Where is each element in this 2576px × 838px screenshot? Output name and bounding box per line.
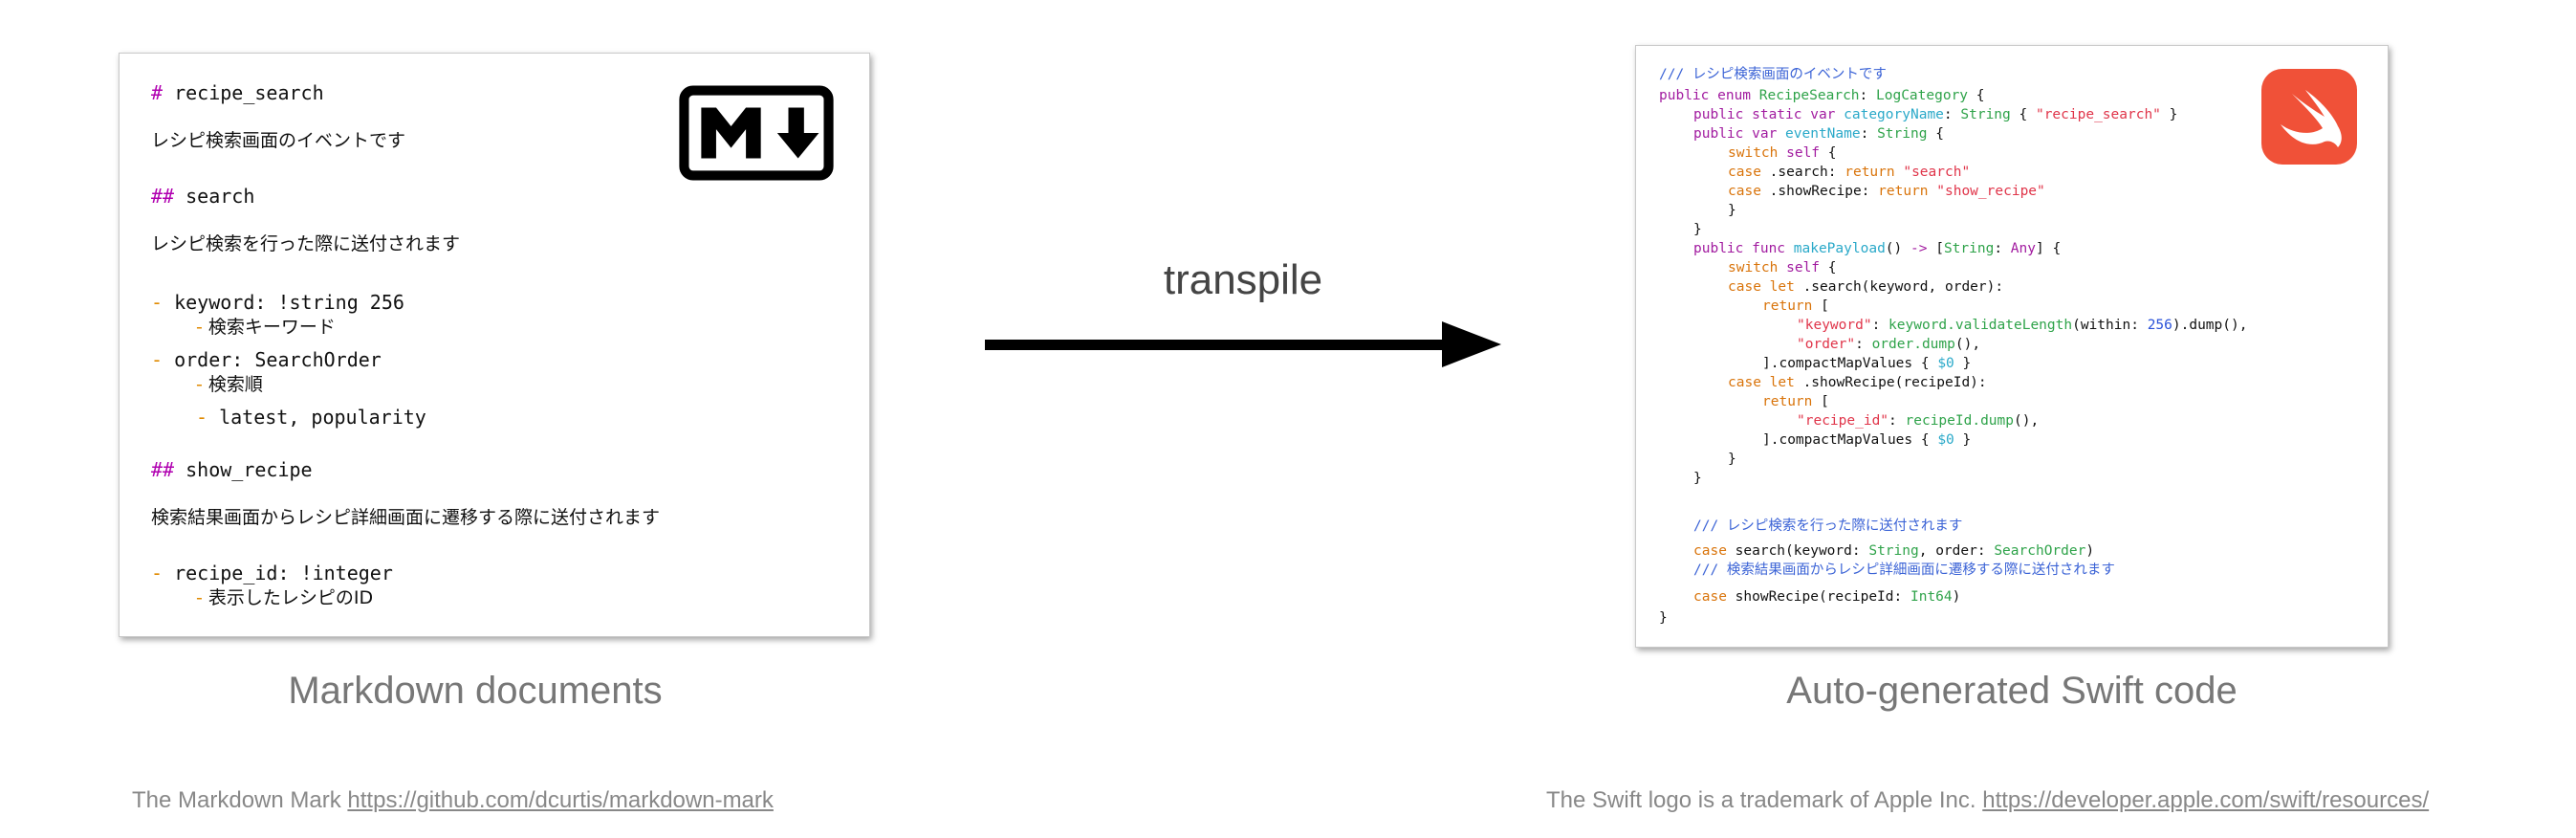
md-line-show-recipe-description: 検索結果画面からレシピ詳細画面に遷移する際に送付されます — [151, 507, 661, 528]
markdown-document-panel: # recipe_search レシピ検索画面のイベントです ## search… — [119, 53, 870, 637]
code-line: public enum RecipeSearch: LogCategory { — [1659, 88, 1985, 103]
code-line: public static var categoryName: String {… — [1693, 107, 2178, 122]
code-line: } — [1659, 610, 1668, 626]
md-line-order-desc: - 検索順 — [196, 374, 263, 395]
code-line: case let .search(keyword, order): — [1728, 279, 2004, 295]
markdown-caption: Markdown documents — [288, 670, 663, 712]
swift-code-panel: /// レシピ検索画面のイベントです public enum RecipeSea… — [1635, 45, 2389, 648]
code-line: } — [1693, 222, 1702, 237]
md-line-title: # recipe_search — [151, 81, 324, 104]
code-line: return [ — [1762, 394, 1829, 409]
md-line-heading-show-recipe: ## show_recipe — [151, 458, 313, 481]
markdown-credit: The Markdown Mark https://github.com/dcu… — [132, 787, 774, 813]
swift-logo-icon — [2261, 69, 2357, 165]
code-line: } — [1728, 452, 1736, 467]
markdown-mark-icon — [679, 85, 834, 181]
code-line: return [ — [1762, 298, 1829, 314]
right-arrow-icon — [985, 321, 1501, 367]
md-line-recipe-id-desc: - 表示したレシピのID — [196, 587, 374, 608]
code-line: "order": order.dump(), — [1797, 337, 1981, 352]
code-line: switch self { — [1728, 260, 1837, 276]
code-line: case search(keyword: String, order: Sear… — [1693, 543, 2095, 559]
code-line: case .showRecipe: return "show_recipe" — [1728, 184, 2045, 199]
swift-caption: Auto-generated Swift code — [1786, 670, 2238, 712]
md-line-description: レシピ検索画面のイベントです — [151, 130, 406, 151]
transpile-label: transpile — [1163, 256, 1323, 303]
code-line: public func makePayload() -> [String: An… — [1693, 241, 2062, 256]
code-line: public var eventName: String { — [1693, 126, 1944, 142]
code-line: switch self { — [1728, 145, 1837, 161]
code-comment: /// レシピ検索を行った際に送付されます — [1693, 518, 1963, 534]
code-line: "recipe_id": recipeId.dump(), — [1797, 413, 2040, 429]
md-line-keyword-desc: - 検索キーワード — [196, 317, 336, 338]
code-comment: /// 検索結果画面からレシピ詳細画面に遷移する際に送付されます — [1693, 562, 2115, 578]
code-line: ].compactMapValues { $0 } — [1762, 356, 1972, 371]
code-line: case .search: return "search" — [1728, 165, 1971, 180]
code-line: case showRecipe(recipeId: Int64) — [1693, 589, 1961, 605]
code-line: "keyword": keyword.validateLength(within… — [1797, 318, 2248, 333]
md-line-recipe-id: - recipe_id: !integer — [151, 562, 393, 584]
code-line: } — [1728, 203, 1736, 218]
code-line: /// レシピ検索画面のイベントです — [1659, 67, 1887, 82]
md-line-order: - order: SearchOrder — [151, 348, 382, 371]
code-line: case let .showRecipe(recipeId): — [1728, 375, 1987, 390]
code-line: ].compactMapValues { $0 } — [1762, 432, 1972, 448]
swift-resources-link[interactable]: https://developer.apple.com/swift/resour… — [1982, 787, 2430, 813]
md-line-keyword: - keyword: !string 256 — [151, 291, 404, 314]
md-line-heading-search: ## search — [151, 185, 255, 208]
markdown-mark-link[interactable]: https://github.com/dcurtis/markdown-mark — [347, 787, 774, 813]
code-line: } — [1693, 471, 1702, 486]
md-line-order-values: - latest, popularity — [196, 406, 426, 429]
md-line-search-description: レシピ検索を行った際に送付されます — [151, 233, 461, 254]
swift-credit: The Swift logo is a trademark of Apple I… — [1546, 787, 2430, 813]
